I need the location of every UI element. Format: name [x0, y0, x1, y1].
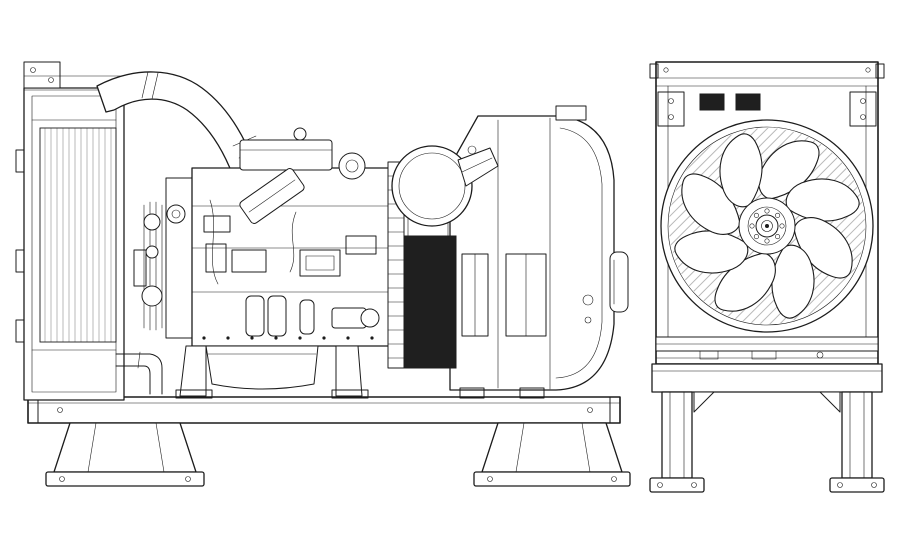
- valve-cover: [239, 139, 333, 171]
- rear-engine-mount: [335, 345, 363, 397]
- base-skid: [27, 396, 621, 424]
- alternator-end-bell: [555, 127, 603, 379]
- engine: [133, 127, 393, 399]
- gusset: [693, 391, 715, 413]
- lifting-bracket: [735, 93, 761, 111]
- oil-filter: [245, 295, 265, 337]
- front-view-right-leg: [829, 391, 885, 493]
- front-gear-housing: [165, 177, 193, 339]
- exhaust-flange: [457, 147, 499, 187]
- lifting-bracket: [699, 93, 725, 111]
- base-frame: [651, 363, 883, 413]
- radiator: [15, 61, 125, 401]
- gusset: [819, 391, 841, 413]
- alternator-body: [449, 115, 615, 391]
- rear-leg: [473, 422, 631, 487]
- fan-hub: [738, 197, 796, 255]
- corner-plate: [657, 91, 685, 127]
- corner-plate: [849, 91, 877, 127]
- lower-hose: [115, 351, 163, 395]
- fuel-filter: [299, 299, 315, 335]
- radiator-top-bracket: [23, 61, 61, 89]
- fan-assembly: [660, 119, 874, 333]
- front-view-left-leg: [649, 391, 705, 493]
- engine-alternator: [166, 204, 186, 224]
- side-bracket: [609, 251, 629, 313]
- oil-filter: [267, 295, 287, 337]
- turbocharger: [338, 152, 366, 180]
- side-view: [15, 61, 631, 487]
- terminal-box: [555, 105, 587, 121]
- oil-pan: [205, 345, 319, 390]
- front-engine-mount: [179, 345, 207, 397]
- bottom-tank: [655, 336, 879, 360]
- dark-housing-panel: [403, 235, 457, 369]
- front-view: [649, 61, 885, 493]
- pulley-stack: [133, 201, 163, 331]
- exhaust-bellows-ring: [391, 145, 499, 227]
- lifting-eye: [293, 127, 307, 141]
- front-leg: [45, 422, 205, 487]
- alternator: [449, 105, 629, 399]
- intake-elbow: [239, 168, 305, 224]
- radiator-core: [39, 127, 117, 343]
